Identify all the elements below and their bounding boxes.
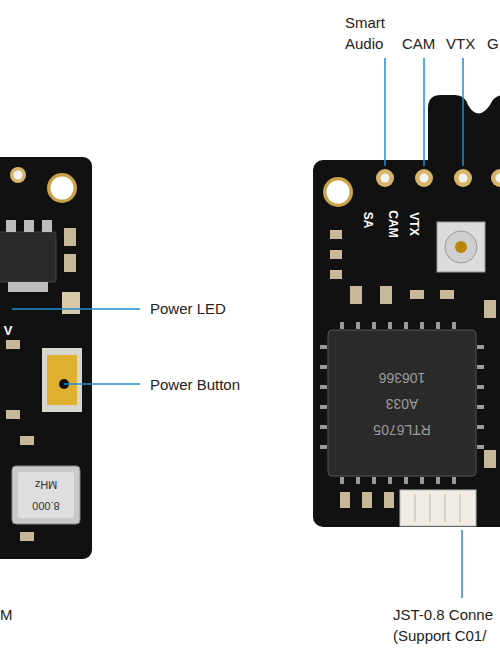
capacitor [484,450,496,468]
leader-line [461,530,463,598]
capacitor [384,492,394,508]
resistor [410,290,424,299]
mount-hole-inner [327,181,350,204]
resistor [330,230,342,239]
jst-connector [400,490,476,526]
leader-line [423,58,425,166]
right-board [313,160,500,527]
pad-hole [496,174,500,183]
resistor [6,410,20,419]
chip-marking: 106366 [379,370,426,386]
resistor [330,250,342,259]
chip-pin [6,220,16,232]
resistor [6,340,20,349]
rtl6705-chip [328,330,476,476]
ufl-connector [437,222,485,272]
callout-label: VTX [446,33,475,54]
capacitor [64,228,76,246]
resistor [20,532,34,541]
crystal [12,466,80,524]
crystal-marking: MHz [35,478,58,491]
resistor [330,270,342,279]
capacitor [484,300,496,318]
pad [10,167,26,183]
resistor [20,436,34,445]
leader-line [12,308,140,310]
silkscreen-text: V [4,323,13,338]
silkscreen-text: CAM [386,210,400,237]
jst-ridges [415,494,460,522]
mount-hole [323,177,353,207]
callout-label: JST-0.8 Conne (Support C01/ [393,604,500,646]
pad-hole [420,174,429,183]
chip-marking: A033 [386,396,419,412]
resistor [440,290,454,299]
power-button [47,355,77,405]
capacitor [350,286,362,304]
pad [376,169,394,187]
chip-pin [24,220,34,232]
callout-label: Power LED [150,298,226,319]
mount-hole-inner [51,177,74,200]
pad-hole [459,174,468,183]
silkscreen-text: VTX [407,212,421,235]
power-led [62,292,80,314]
callout-label: CAM [402,33,435,54]
mount-hole [47,173,77,203]
regulator-chip [0,232,56,282]
capacitor [362,492,372,508]
leader-line [462,58,464,166]
ufl-pin [455,241,467,253]
pad [415,169,433,187]
crystal-marking: 8.000 [32,499,60,512]
capacitor [340,492,350,508]
silkscreen-text: SA [361,212,375,229]
leader-line [64,383,140,385]
chip-pin [42,220,52,232]
crystal-top [18,472,74,518]
callout-label: Smart Audio [345,12,397,54]
capacitor [64,254,76,272]
callout-label: Power Button [150,374,240,395]
capacitor [380,286,392,304]
callout-label: G [487,33,499,54]
pad [454,169,472,187]
chip-tab [8,282,48,292]
pad-hole [381,174,390,183]
ufl-ring [445,231,477,263]
pad [491,169,500,187]
chip-marking: RTL6705 [373,422,430,438]
button-frame [42,348,82,412]
leader-line [384,58,386,166]
pad-hole [14,171,23,180]
chip-pins [320,322,484,484]
left-board [0,157,92,559]
callout-label: M [0,604,13,625]
